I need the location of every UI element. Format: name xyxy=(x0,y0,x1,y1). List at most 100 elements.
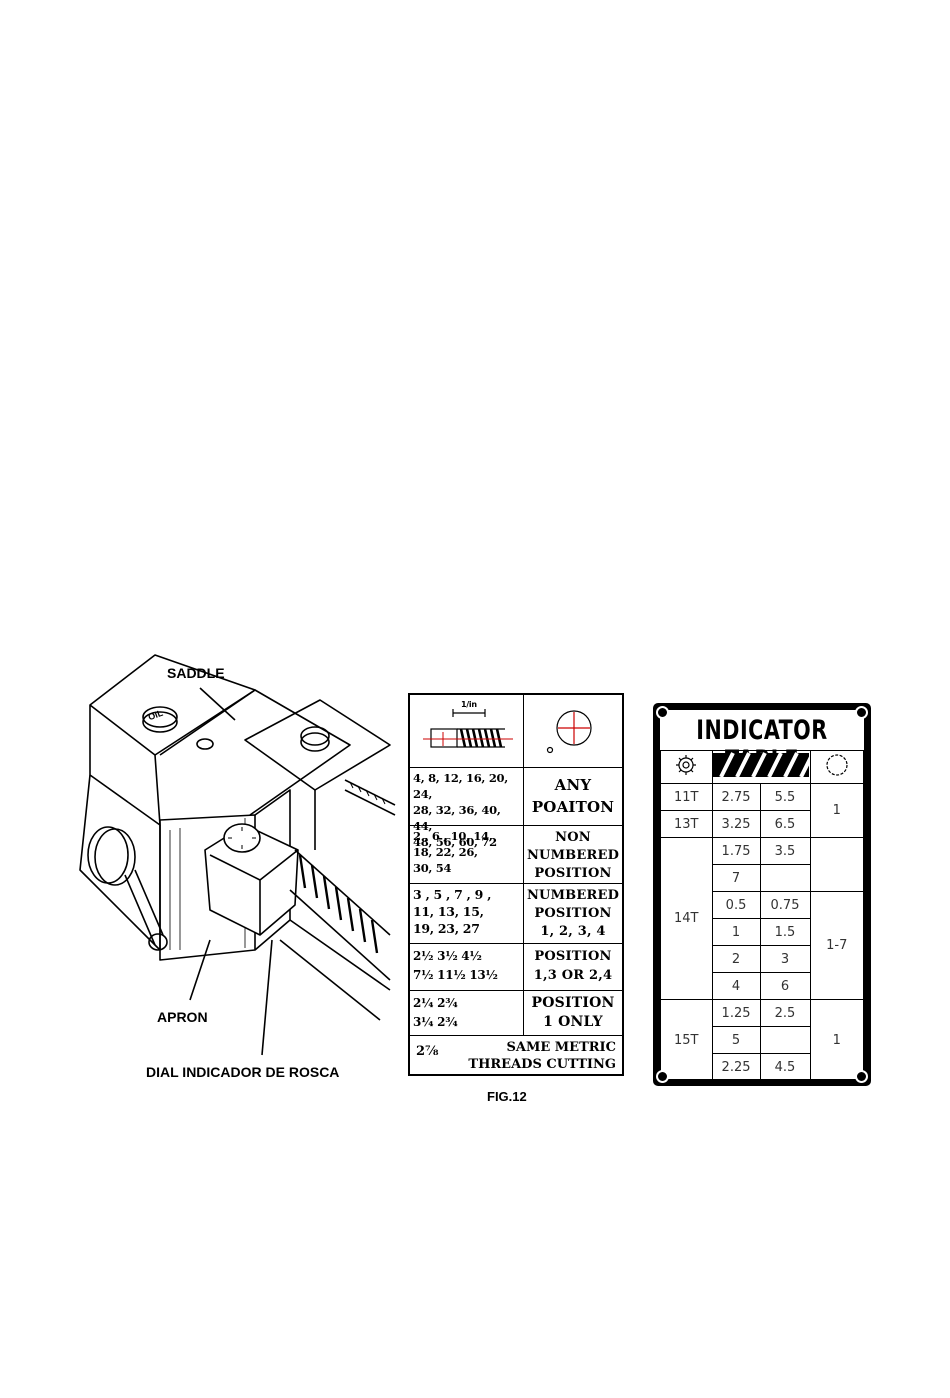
position-instruction: POSITION 1 ONLY xyxy=(524,991,622,1035)
thread-list: 2 , 6 , 10, 14, 18, 22, 26, 30, 54 xyxy=(410,826,524,883)
footer-line: THREADS CUTTING xyxy=(468,1057,616,1072)
dial-cell: 1 xyxy=(809,783,864,838)
indicator-table-plate: INDICATOR TABLE 11T 2.75 5.5 1 xyxy=(653,703,871,1086)
thread-cell: 5.5 xyxy=(759,783,811,811)
lathe-illustration: SADDLE APRON DIAL INDICADOR DE ROSCA OIL xyxy=(60,650,400,1090)
thread-row: 3 , 5 , 7 , 9 , 11, 13, 15, 19, 23, 27 N… xyxy=(410,883,622,943)
thread-cell: 4 xyxy=(711,972,761,1000)
figure-caption: FIG.12 xyxy=(487,1089,527,1104)
thread-cell: 2.25 xyxy=(711,1053,761,1081)
rivet-icon xyxy=(855,706,868,719)
thread-table-header-row: 1/in xyxy=(410,695,622,767)
indicator-row: 4 6 xyxy=(661,972,864,1000)
thread-line: 30, 54 xyxy=(413,861,452,875)
thread-cell xyxy=(759,864,811,892)
footer-instruction: SAME METRIC THREADS CUTTING xyxy=(410,1036,622,1074)
thread-cell xyxy=(759,1026,811,1054)
thread-cell: 0.75 xyxy=(759,891,811,919)
footer-line: SAME METRIC xyxy=(506,1040,616,1055)
gear-cell: 15T xyxy=(660,999,713,1081)
dial-icon xyxy=(809,750,864,784)
thread-line: 18, 22, 26, xyxy=(413,845,478,859)
thread-cell: 1.5 xyxy=(759,918,811,946)
thread-row: 2½ 3½ 4½ 7½ 11½ 13½ POSITION 1,3 OR 2,4 xyxy=(410,943,622,990)
rivet-icon xyxy=(656,706,669,719)
gear-cell: 14T xyxy=(660,837,713,1000)
thread-table-footer-row: 2⅞ SAME METRIC THREADS CUTTING xyxy=(410,1035,622,1074)
thread-cell: 2.5 xyxy=(759,999,811,1027)
gear-cell: 11T xyxy=(660,783,713,811)
thread-list: 3 , 5 , 7 , 9 , 11, 13, 15, 19, 23, 27 xyxy=(410,884,524,943)
dial-cell xyxy=(809,837,864,892)
thread-line: 2½ 3½ 4½ xyxy=(413,949,482,963)
thread-line: 11, 13, 15, xyxy=(413,904,484,919)
indicator-row: 2.25 4.5 xyxy=(661,1053,864,1081)
thread-row: 2 , 6 , 10, 14, 18, 22, 26, 30, 54 NON N… xyxy=(410,825,622,883)
position-instruction: ANY POAITON xyxy=(524,768,622,825)
position-line: 1,3 OR 2,4 xyxy=(533,968,613,983)
gear-cell: 13T xyxy=(660,810,713,838)
thread-cell: 2.75 xyxy=(711,783,761,811)
position-instruction: POSITION 1,3 OR 2,4 xyxy=(524,944,622,990)
position-instruction: NUMBERED POSITION 1, 2, 3, 4 xyxy=(524,884,622,943)
thread-row: 2¼ 2¾ 3¼ 2¾ POSITION 1 ONLY xyxy=(410,990,622,1035)
indicator-row: 15T 1.25 2.5 1 xyxy=(660,999,864,1081)
thread-cell: 6 xyxy=(759,972,811,1000)
lead-screw-diagram-cell: 1/in xyxy=(410,695,524,767)
thread-list: 2½ 3½ 4½ 7½ 11½ 13½ xyxy=(410,944,524,990)
thread-list: 2¼ 2¾ 3¼ 2¾ xyxy=(410,991,524,1035)
indicator-row: 5 xyxy=(661,1026,864,1054)
indicator-row: 7 xyxy=(661,864,864,892)
thread-cell: 4.5 xyxy=(759,1053,811,1081)
thread-line: 4, 8, 12, 16, 20, 24, xyxy=(413,771,508,801)
thread-line: 3¼ 2¾ xyxy=(413,1015,458,1029)
thread-line: 7½ 11½ 13½ xyxy=(413,968,498,982)
thread-cell: 7 xyxy=(711,864,761,892)
thread-cell: 0.5 xyxy=(711,891,761,919)
position-line: NUMBERED xyxy=(526,848,620,863)
thread-cell: 1.75 xyxy=(711,837,761,865)
lead-screw-icon: 1/in xyxy=(423,700,513,748)
indicator-row: 11T 2.75 5.5 1 xyxy=(660,783,864,838)
indicator-header-row xyxy=(660,750,864,784)
position-line: POSITION xyxy=(531,995,615,1011)
indicator-row: 2 3 xyxy=(661,945,864,973)
pitch-label: 1/in xyxy=(461,700,477,709)
thread-cell: 1.25 xyxy=(711,999,761,1027)
thread-line: 48, 56, 60, 72 xyxy=(413,835,497,849)
dial-diagram-cell xyxy=(524,695,622,767)
gear-icon xyxy=(660,750,713,784)
position-line: 1, 2, 3, 4 xyxy=(540,924,606,939)
dial-face-icon xyxy=(546,710,592,754)
thread-cell: 6.5 xyxy=(759,810,811,838)
indicator-row: 0.5 0.75 1-7 xyxy=(661,891,864,1000)
thread-cell: 5 xyxy=(711,1026,761,1054)
thread-line: 28, 32, 36, 40, 44, xyxy=(413,803,501,833)
dial-indicator-label: DIAL INDICADOR DE ROSCA xyxy=(146,1064,340,1080)
thread-line: 2¼ 2¾ xyxy=(413,996,458,1010)
thread-line: 19, 23, 27 xyxy=(413,921,480,936)
rivet-icon xyxy=(855,1070,868,1083)
position-line: ANY xyxy=(554,776,592,794)
dial-cell: 1 xyxy=(809,999,864,1081)
position-line: NON xyxy=(555,830,591,845)
footer-thread: 2⅞ xyxy=(416,1044,439,1059)
dial-cell: 1-7 xyxy=(809,891,864,1000)
apron-label: APRON xyxy=(157,1009,208,1025)
indicator-row: 13T 3.25 6.5 xyxy=(660,810,864,838)
thread-cell: 3 xyxy=(759,945,811,973)
position-line: POSITION xyxy=(534,949,612,964)
thread-cell: 3.5 xyxy=(759,837,811,865)
position-instruction: NON NUMBERED POSITION xyxy=(524,826,622,883)
hatched-bar-icon xyxy=(711,750,815,784)
thread-cell: 2 xyxy=(711,945,761,973)
rivet-icon xyxy=(656,1070,669,1083)
thread-list: 4, 8, 12, 16, 20, 24, 28, 32, 36, 40, 44… xyxy=(410,768,524,849)
position-line: NUMBERED xyxy=(526,888,620,903)
thread-line: 2 , 6 , 10, 14, xyxy=(413,829,493,843)
position-line: POSITION xyxy=(534,906,612,921)
position-line: POAITON xyxy=(531,798,615,816)
thread-line: 3 , 5 , 7 , 9 , xyxy=(413,887,492,902)
position-line: 1 ONLY xyxy=(543,1014,603,1030)
saddle-label: SADDLE xyxy=(167,665,225,681)
